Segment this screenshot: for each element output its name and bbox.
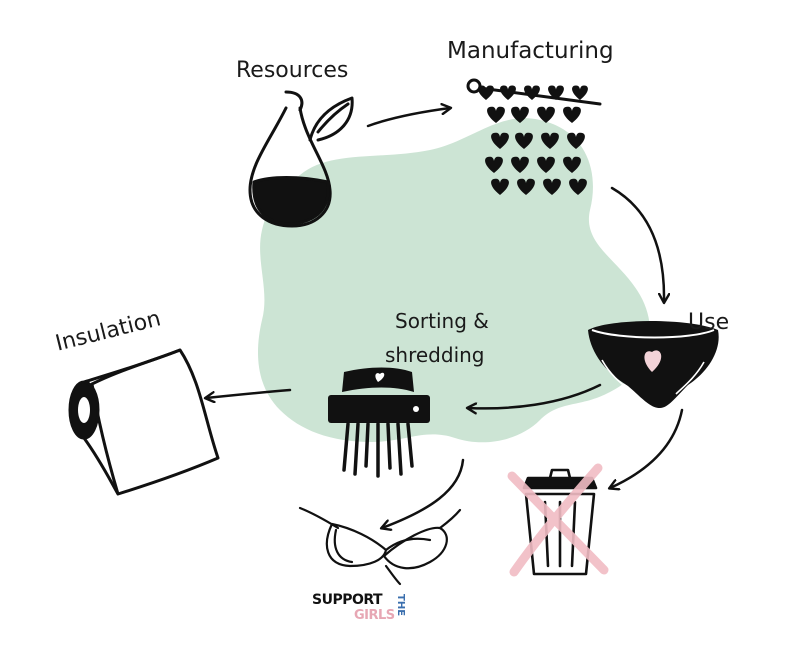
knit-heart: [515, 132, 533, 149]
cross-mark-icon: [507, 463, 609, 577]
arrow-use-to-shredding: [468, 383, 602, 408]
arrow-resources-to-manufacturing: [366, 108, 450, 128]
knit-heart: [563, 156, 581, 173]
underwear-icon: [588, 321, 719, 408]
knit-heart: [548, 85, 564, 100]
logo-line1: SUPPORT: [312, 592, 383, 608]
paper-roll-icon: [68, 348, 220, 496]
arrow-manufacturing-to-use: [610, 186, 664, 302]
arrow-use-to-trash: [610, 408, 684, 488]
label-sorting-line1: Sorting &: [395, 309, 489, 333]
knit-heart: [537, 106, 555, 123]
knit-heart: [572, 85, 588, 100]
knit-heart: [563, 106, 581, 123]
support-the-girls-logo: SUPPORT GIRLS THE: [312, 592, 422, 632]
shredder-icon: [328, 367, 430, 478]
knit-heart: [537, 156, 555, 173]
knit-heart: [511, 106, 529, 123]
knit-heart: [569, 178, 587, 195]
flask-leaf-icon: [248, 90, 354, 228]
label-resources: Resources: [236, 58, 349, 83]
knit-heart: [491, 132, 509, 149]
knit-heart: [541, 132, 559, 149]
knit-heart: [567, 132, 585, 149]
knit-heart: [478, 85, 494, 100]
knit-heart: [500, 85, 516, 100]
background-blob: [257, 118, 650, 443]
label-manufacturing: Manufacturing: [447, 38, 614, 64]
arrow-shredding-to-bra: [382, 458, 465, 528]
knit-heart: [511, 156, 529, 173]
knit-heart: [485, 156, 503, 173]
knit-heart: [491, 178, 509, 195]
label-use: Use: [688, 310, 730, 335]
logo-vertical: THE: [395, 594, 406, 617]
knit-heart: [524, 85, 540, 100]
knit-heart: [543, 178, 561, 195]
arrow-shredding-to-insulation: [206, 388, 292, 398]
bra-icon: [298, 506, 462, 586]
logo-line2: GIRLS: [354, 608, 395, 623]
label-sorting-shredding: Sorting & shredding: [385, 304, 489, 372]
knit-heart: [517, 178, 535, 195]
label-sorting-line2: shredding: [385, 343, 485, 367]
knitting-hearts-icon: [466, 78, 602, 195]
knit-heart: [487, 106, 505, 123]
